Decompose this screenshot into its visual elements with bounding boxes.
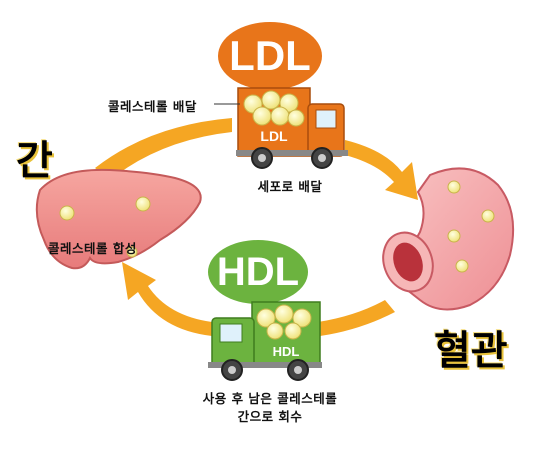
liver-label: 콜레스테롤 합성 — [48, 241, 137, 256]
hdl-cargo-balls — [256, 304, 312, 340]
liver-title: 간 — [16, 138, 53, 184]
hdl-route-label-line2: 간으로 회수 — [237, 409, 303, 424]
blood-vessel — [382, 167, 515, 311]
hdl-truck — [208, 301, 322, 381]
hdl-badge-label: HDL — [216, 250, 300, 294]
ldl-badge-shape — [218, 22, 322, 90]
arrow-arc-bottom-left — [122, 262, 212, 336]
ldl-badge-label: LDL — [229, 32, 311, 79]
blood-vessel-title: 혈관 — [434, 328, 508, 374]
liver-shape — [35, 168, 202, 270]
ldl-cargo-label: 콜레스테롤 배달 — [108, 99, 197, 114]
arrow-arc-top-right — [345, 140, 418, 200]
ldl-route-label: 세포로 배달 — [257, 179, 323, 194]
arrow-arc-top-left — [95, 118, 232, 180]
ldl-truck — [214, 87, 348, 169]
cycle-arrows — [95, 118, 418, 336]
hdl-route-label-line1: 사용 후 남은 콜레스테롤 — [202, 391, 338, 406]
ldl-truck-tag: LDL — [260, 128, 288, 144]
hdl-badge-shape — [208, 240, 308, 304]
liver — [35, 168, 202, 270]
hdl-truck-tag: HDL — [272, 344, 300, 359]
ldl-cargo-balls — [243, 90, 305, 127]
arrow-arc-bottom-right — [318, 300, 395, 336]
